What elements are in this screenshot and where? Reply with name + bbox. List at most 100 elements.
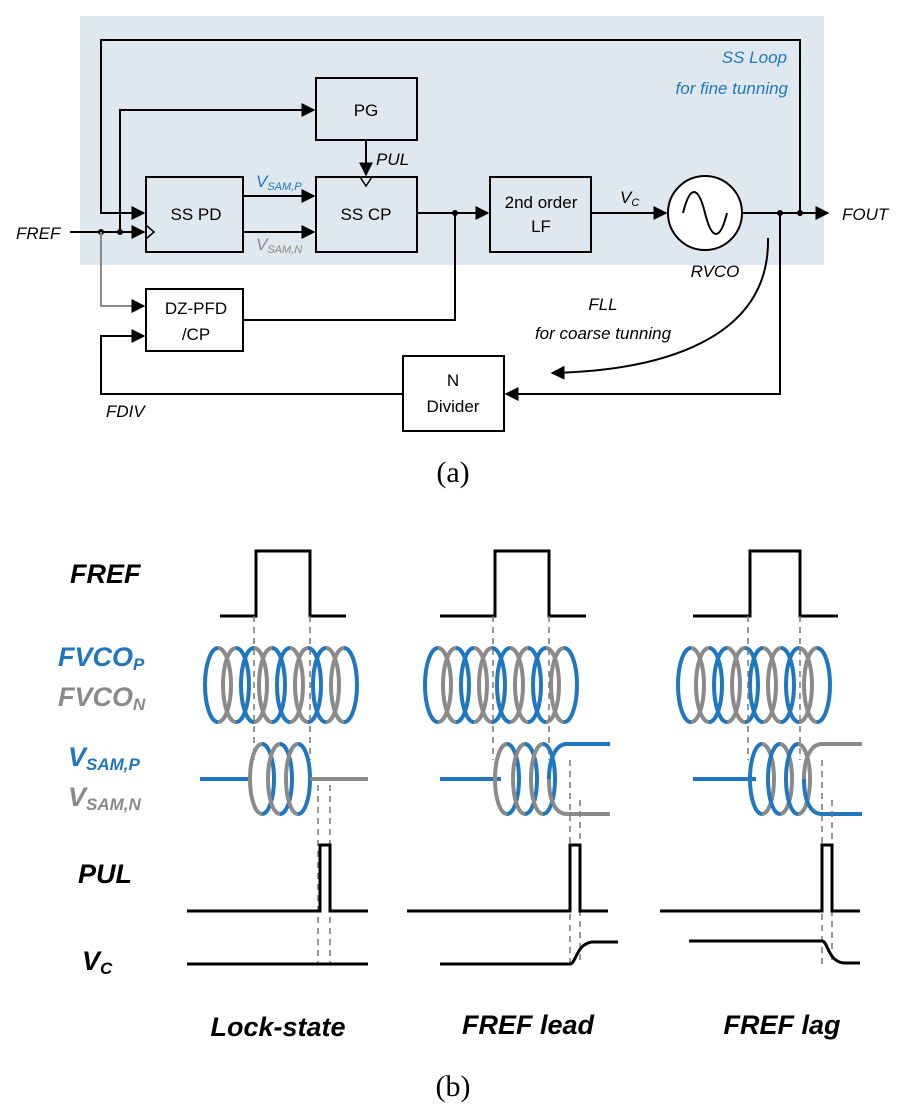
pg-label: PG [354, 101, 379, 120]
panel0-fref-pulse [220, 549, 346, 618]
row-label-vc: VC [82, 946, 113, 978]
panel1-vsam-arc-l-0 [493, 742, 508, 816]
panel0-fvco-arc-l-4 [275, 646, 291, 724]
caption-b: (b) [436, 1070, 471, 1103]
panel2-fvco-arc-l-1 [694, 646, 710, 724]
panel0-vsam-arc-r-1 [279, 742, 294, 816]
panel2-fvco-arc-r-2 [726, 646, 742, 724]
panel1-vsam-arc-l-2 [529, 742, 544, 816]
panel0-fvco-arc-l-0 [203, 646, 219, 724]
n-divider-label-1: N [447, 371, 459, 390]
panel2-fvco-arc-l-6 [784, 646, 800, 724]
panel1-vsam-arc-l-1 [511, 742, 526, 816]
panel1-vsam-arc-r-0 [506, 742, 521, 816]
state-label-lag: FREF lag [723, 1010, 841, 1040]
panel1-fvco-arc-l-2 [459, 646, 475, 724]
panel0-fvco-arc-l-2 [239, 646, 255, 724]
panel2-vsam-arc-r-2 [797, 742, 812, 816]
panel1-fvco-arc-l-7 [549, 646, 565, 724]
panel1-fvco-arc-l-3 [477, 646, 493, 724]
loop-filter-block [489, 176, 592, 253]
panel1-pul-pulse [407, 843, 608, 913]
panel1-fvco-arc-r-6 [545, 646, 561, 724]
panel1-fref-pulse [440, 549, 586, 618]
fll-label: FLL [588, 295, 617, 314]
panel1-fvco-arc-r-5 [527, 646, 543, 724]
dz-pfd-label-2: /CP [182, 325, 210, 344]
panel2-vsam-arc-r-1 [779, 742, 794, 816]
timing-diagram: FREF FVCOP FVCON VSAM,P VSAM,N PUL VC Lo… [58, 549, 862, 1103]
panel2-fvco-arc-r-5 [780, 646, 796, 724]
waveforms [187, 549, 862, 966]
panel2-fvco-arc-r-0 [690, 646, 706, 724]
caption-a: (a) [436, 456, 469, 489]
n-divider-block [402, 355, 505, 432]
fll-sublabel: for coarse tunning [535, 324, 672, 343]
panel0-fvco-arc-l-3 [257, 646, 273, 724]
panel1-fvco-arc-l-1 [441, 646, 457, 724]
panel2-fvco-arc-r-7 [816, 646, 832, 724]
panel1-fvco-arc-r-7 [563, 646, 579, 724]
panel0-vsam-arc-l-0 [248, 742, 263, 816]
panel0-fvco-arc-r-1 [235, 646, 251, 724]
pul-label: PUL [376, 150, 409, 169]
panel1-vc-line [440, 940, 618, 966]
vc-label: VC [620, 188, 639, 209]
n-divider-label-2: Divider [427, 397, 480, 416]
panel1-fvco-arc-l-6 [531, 646, 547, 724]
panel0-vsam-arc-r-2 [297, 742, 312, 816]
panel0-vsam-arc-l-2 [284, 742, 299, 816]
row-label-fvco-n: FVCON [58, 682, 146, 714]
panel2-vsam-arc-r-0 [761, 742, 776, 816]
panel0-fvco-arc-r-4 [289, 646, 305, 724]
panel0-fvco-arc-l-1 [221, 646, 237, 724]
panel1-vsam-arc-r-2 [542, 742, 557, 816]
block-diagram: SS Loop for fine tunning PG SS PD SS CP … [16, 16, 890, 489]
row-label-vsam-p: VSAM,P [68, 742, 141, 774]
vsam-n-label: VSAM,N [256, 235, 302, 256]
panel2-vc-line [689, 939, 860, 965]
panel1-fvco-arc-r-0 [437, 646, 453, 724]
fref-label: FREF [16, 224, 62, 243]
panel2-vsam-arc-l-2 [784, 742, 799, 816]
row-label-vsam-n: VSAM,N [68, 782, 142, 814]
panel2-vsam-arc-l-0 [748, 742, 763, 816]
panel2-pul-pulse [660, 843, 860, 913]
panel0-fvco-arc-r-6 [325, 646, 341, 724]
panel2-vsam-lower-curve [802, 778, 823, 816]
row-label-fvco-p: FVCOP [58, 642, 145, 674]
panel0-fvco-arc-r-0 [217, 646, 233, 724]
panel0-fvco-arc-l-6 [311, 646, 327, 724]
state-label-lead: FREF lead [462, 1010, 595, 1040]
fref-to-pfd-wire [100, 232, 146, 313]
sine-wave-icon [682, 191, 728, 235]
panel1-fvco-arc-l-5 [513, 646, 529, 724]
panel0-fvco-arc-l-5 [293, 646, 309, 724]
panel1-vsam-arc-r-1 [524, 742, 539, 816]
fout-label: FOUT [842, 205, 890, 224]
panel0-fvco-arc-r-5 [307, 646, 323, 724]
panel2-fvco-arc-l-7 [802, 646, 818, 724]
panel2-fref-pulse [693, 549, 838, 618]
panel1-vsam-upper-curve [547, 742, 568, 780]
panel2-fvco-arc-l-4 [748, 646, 764, 724]
rvco-label: RVCO [691, 262, 740, 281]
panel2-fvco-arc-r-4 [762, 646, 778, 724]
panel0-vsam-arc-l-1 [266, 742, 281, 816]
panel2-vsam-arc-l-1 [766, 742, 781, 816]
vsam-p-label: VSAM,P [256, 172, 302, 193]
ss-cp-label: SS CP [340, 205, 391, 224]
panel0-vsam-arc-r-0 [261, 742, 276, 816]
row-label-pul: PUL [78, 859, 132, 889]
row-label-fref: FREF [70, 559, 142, 589]
panel1-fvco-arc-r-2 [473, 646, 489, 724]
panel2-fvco-arc-r-3 [744, 646, 760, 724]
panel0-fvco-arc-r-3 [271, 646, 287, 724]
panel0-fvco-arc-l-7 [329, 646, 345, 724]
ss-loop-label: SS Loop [722, 48, 787, 67]
panel2-fvco-arc-l-5 [766, 646, 782, 724]
panel2-vsam-upper-curve [802, 742, 823, 780]
panel2-fvco-arc-l-0 [676, 646, 692, 724]
panel1-fvco-arc-r-4 [509, 646, 525, 724]
